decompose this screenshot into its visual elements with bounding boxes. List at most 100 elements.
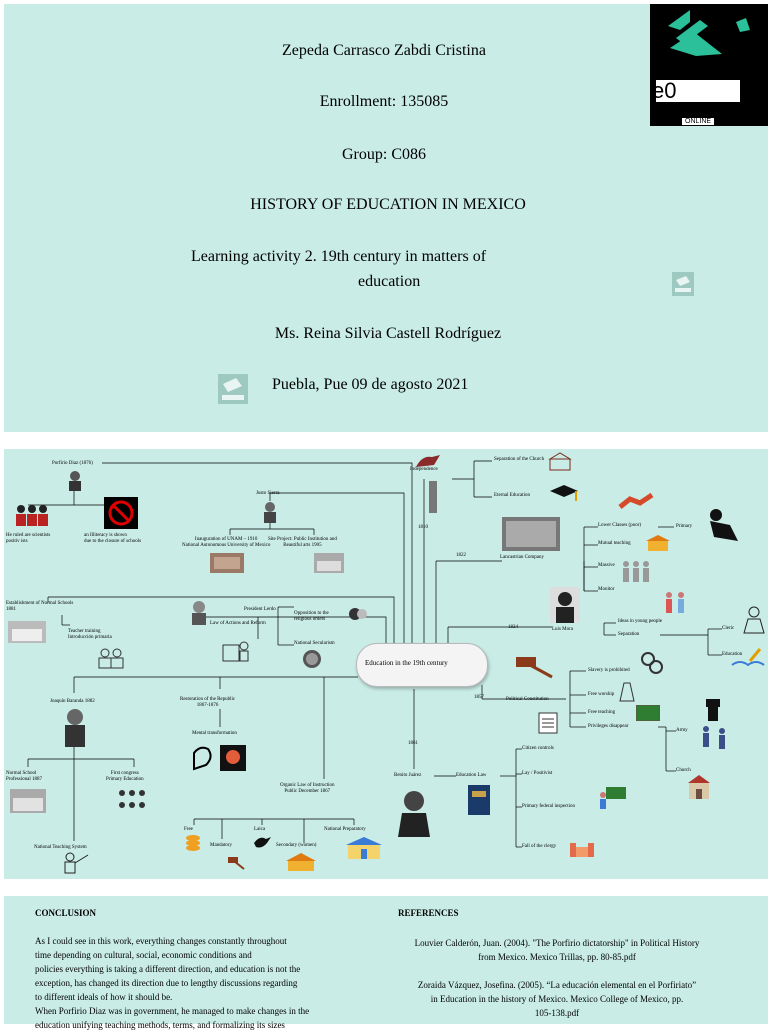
restoration-label: Restoration of the Republic 1867-1876 <box>180 697 236 708</box>
reference-1-line-1: Louvier Calderón, Juan. (2004). "The Por… <box>414 938 700 948</box>
baranda-label: Joaquín Baranda 1882 <box>50 699 95 704</box>
conclusion-line: policies everything is taking a differen… <box>35 964 301 974</box>
opposition-label: Opposition to the religious orders <box>294 611 329 622</box>
conclusion-line: education unifying teaching methods, ter… <box>35 1020 285 1030</box>
handshake-icon <box>618 492 654 509</box>
logo-subtext: ONLINE <box>682 118 715 125</box>
chalkboard-icon <box>636 705 660 721</box>
luis-mora-label: Luis Mora <box>552 627 573 632</box>
church-label: Church <box>676 768 691 773</box>
sep-church-label: Separation of the Church <box>494 457 545 462</box>
education-law-label: Education Law <box>456 773 487 778</box>
conclusion-line: When Porfirio Diaz was in government, he… <box>35 1006 310 1016</box>
education-label: Education <box>722 652 743 657</box>
lower-classes-label: Lower Classes (poor) <box>598 523 642 528</box>
reference-1-line-2: from Mexico. Mexico Trillas, pp. 80-85.p… <box>478 952 636 962</box>
mexican-eagle-icon <box>416 455 440 467</box>
graduation-cap-icon <box>550 485 578 501</box>
normal-prof-label: Normal School Professional 1887 <box>6 771 42 782</box>
unam-building-icon <box>210 553 244 573</box>
independence-figure-icon <box>429 481 437 513</box>
law-actions-label: Law of Actions and Reform <box>210 621 266 626</box>
laica-label: Laica <box>254 827 266 832</box>
teacher-training-label: Teacher training Introducción primaria <box>68 629 112 640</box>
references-heading: REFERENCES <box>398 908 459 918</box>
logo-text: e0 <box>652 78 677 103</box>
porfirio-portrait-icon <box>69 471 81 491</box>
fine-arts-building-icon <box>314 553 344 573</box>
teaching-system-label: National Teaching System <box>34 845 87 850</box>
law-teacher-icon <box>222 641 249 662</box>
organic-law-label: Organic Law of Instruction Public Decemb… <box>280 783 335 794</box>
globe-icon <box>303 650 321 668</box>
congress-people-icon <box>119 790 145 808</box>
small-logo-icon <box>672 272 694 296</box>
baranda-portrait-icon <box>65 709 85 747</box>
university-logo: e0 ONLINE <box>650 4 768 126</box>
church-building-icon <box>688 775 710 799</box>
site-project-label: Site Project: Public Institution and Bea… <box>268 537 337 548</box>
free-teaching-label: Free teaching <box>588 710 616 715</box>
conclusion-line: time depending on cultural, social, econ… <box>35 950 252 960</box>
federal-label: Primary federal inspection <box>522 804 576 809</box>
handcuffs-icon <box>641 652 663 674</box>
religious-orders-icon <box>349 608 367 620</box>
enrollment: Enrollment: 135085 <box>319 93 449 110</box>
unam-label: Inauguration of UNAM – 1910 National Aut… <box>182 537 271 548</box>
juarez-portrait-icon <box>398 791 430 837</box>
juarez-label: Benito Juárez <box>394 773 422 778</box>
teachers-icon <box>98 648 124 669</box>
year-1810: 1810 <box>418 525 428 530</box>
citizen-label: Citizen controls <box>522 746 554 751</box>
lay-label: Lay / Positivist <box>522 771 553 776</box>
reference-2-line-1: Zoraida Vázquez, Josefina. (2005). “La e… <box>417 980 697 990</box>
gavel-icon <box>228 857 245 870</box>
teacher-name: Ms. Reina Silvia Castell Rodríguez <box>274 325 502 342</box>
conclusion-line: to different ideals of how it should be. <box>35 992 173 1002</box>
cleric-icon <box>743 606 765 634</box>
central-topic-label: Education in the 19th century <box>365 659 448 667</box>
student-name: Zepeda Carrasco Zabdi Cristina <box>282 42 486 59</box>
activity-line-1: Learning activity 2. 19th century in mat… <box>191 248 487 265</box>
connector-lines <box>27 460 722 848</box>
mutual-label: Mutual teaching <box>598 541 631 546</box>
mandatory-label: Mandatory <box>210 843 232 848</box>
place-date: Puebla, Pue 09 de agosto 2021 <box>272 376 469 393</box>
cleric-label: Cleric <box>722 626 735 631</box>
slavery-label: Slavery is prohibited <box>588 668 630 673</box>
coins-icon <box>186 835 200 851</box>
free-worship-label: Free worship <box>588 692 615 697</box>
school-icon <box>286 853 316 871</box>
mental-label: Mental transformation <box>192 731 237 736</box>
cover-slide: Zepeda Carrasco Zabdi Cristina Enrollmen… <box>4 4 768 432</box>
privileges-label: Privileges disappear <box>588 724 629 729</box>
year-1822: 1822 <box>456 553 466 558</box>
cathedral-icon <box>570 843 594 857</box>
school-building-icon <box>8 621 46 643</box>
army-label: Army <box>676 728 688 733</box>
prep-school-icon <box>346 837 382 859</box>
small-school-icon <box>646 535 670 551</box>
child-reading-icon <box>710 509 738 541</box>
lancaster-photo-icon <box>502 517 560 551</box>
reference-2-line-2: in Education in the history of Mexico. M… <box>430 994 684 1004</box>
congress-label: First congress Primary Education <box>106 771 144 782</box>
constitution-label: Political Constitution <box>506 697 549 702</box>
reference-2-line-3: 105-138.pdf <box>534 1008 580 1018</box>
normal-school-building-icon <box>10 789 46 813</box>
group: Group: C086 <box>342 146 426 163</box>
fall-clergy-label: Fall of the clergy <box>522 844 557 849</box>
course-title: HISTORY OF EDUCATION IN MEXICO <box>250 196 526 213</box>
massive-label: Massive <box>598 563 615 568</box>
eternal-label: Eternal Education <box>494 493 530 498</box>
conclusion-line: exception, has changed its direction due… <box>35 978 298 988</box>
normal-schools-label: Establishment of Normal Schools 1881 <box>6 601 74 612</box>
church-icon <box>548 452 572 471</box>
prep-label: National Preparatory <box>324 827 366 832</box>
free-label: Free <box>184 827 193 832</box>
logo-white-band <box>656 80 740 102</box>
students-icon <box>16 505 48 526</box>
lancaster-label: Lancastrian Company <box>500 555 545 560</box>
activity-line-2: education <box>358 273 421 290</box>
separation-label: Separation <box>618 632 640 637</box>
